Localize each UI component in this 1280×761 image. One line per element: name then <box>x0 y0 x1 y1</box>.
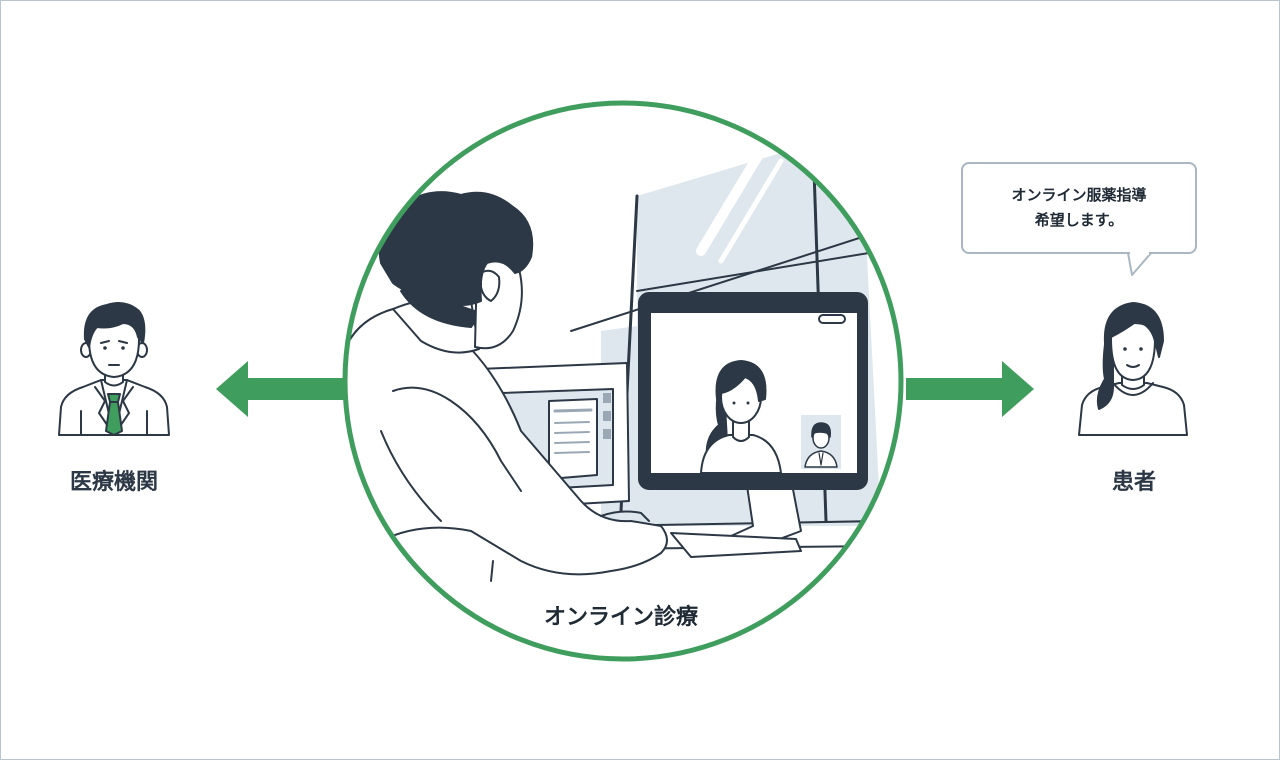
online-consultation-label: オンライン診療 <box>543 605 698 630</box>
speech-bubble-line-1: オンライン服薬指導 <box>1011 186 1147 204</box>
arrow-left-icon <box>216 361 346 417</box>
medical-institution-label: 医療機関 <box>69 470 158 495</box>
online-consultation-illustration <box>342 100 904 662</box>
arrow-right-icon <box>906 361 1034 417</box>
speech-bubble: オンライン服薬指導 希望します。 <box>961 162 1197 254</box>
patient-avatar-icon <box>1078 302 1188 436</box>
doctor-avatar-icon <box>58 302 170 436</box>
speech-bubble-line-2: 希望します。 <box>1034 211 1124 229</box>
bubble-tail-joint <box>1130 251 1149 255</box>
speech-bubble-tail <box>1127 252 1152 276</box>
patient-label: 患者 <box>1111 470 1156 495</box>
